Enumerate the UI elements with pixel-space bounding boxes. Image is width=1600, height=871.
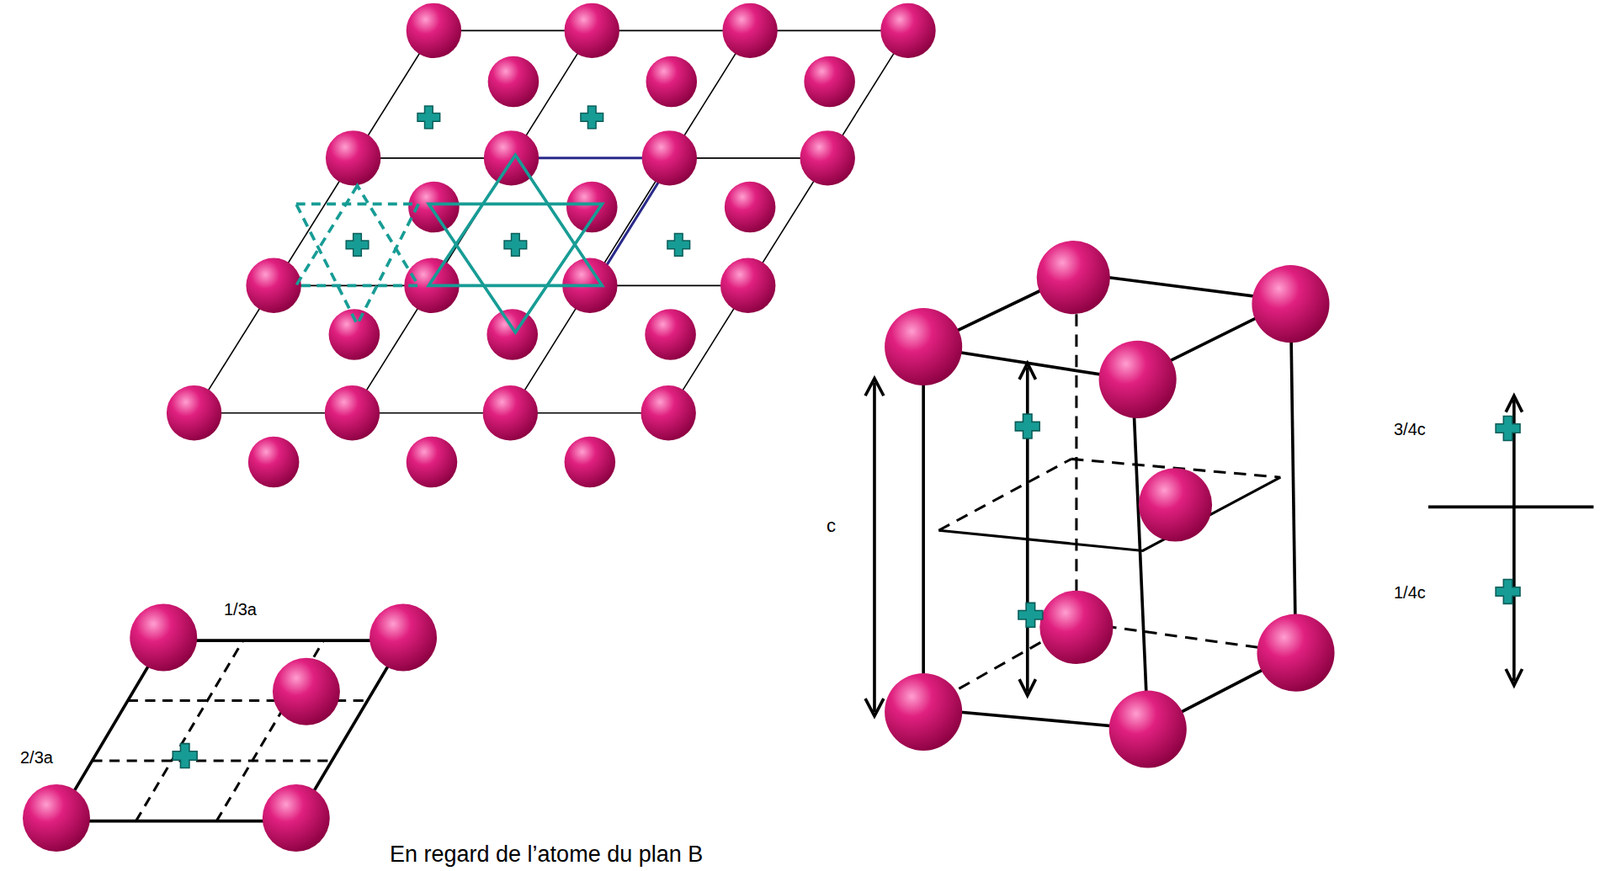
height-label: 3/4c xyxy=(1392,419,1428,439)
base-cell-atoms xyxy=(22,603,437,852)
height-arrows xyxy=(865,362,1594,716)
site-cross xyxy=(172,744,197,769)
height-label: 1/4c xyxy=(1392,583,1428,602)
lattice-grid xyxy=(194,30,909,413)
dimension-label: 2/3a xyxy=(18,748,55,767)
dimension-label: 1/3a xyxy=(222,600,259,619)
caption-note: En regard de l’atome du plan B xyxy=(388,842,705,868)
interstitial-sites xyxy=(345,106,690,256)
prism-sites xyxy=(1015,414,1521,628)
base-cell xyxy=(56,640,404,822)
octahedral-site-star xyxy=(296,186,419,325)
plane-b-atoms xyxy=(248,56,856,489)
prism-atoms xyxy=(884,240,1335,769)
hcp-prism xyxy=(923,273,1296,730)
dimension-label: c xyxy=(824,515,838,537)
tetrahedral-site-star xyxy=(428,154,602,333)
plane-a-atoms xyxy=(166,3,936,442)
